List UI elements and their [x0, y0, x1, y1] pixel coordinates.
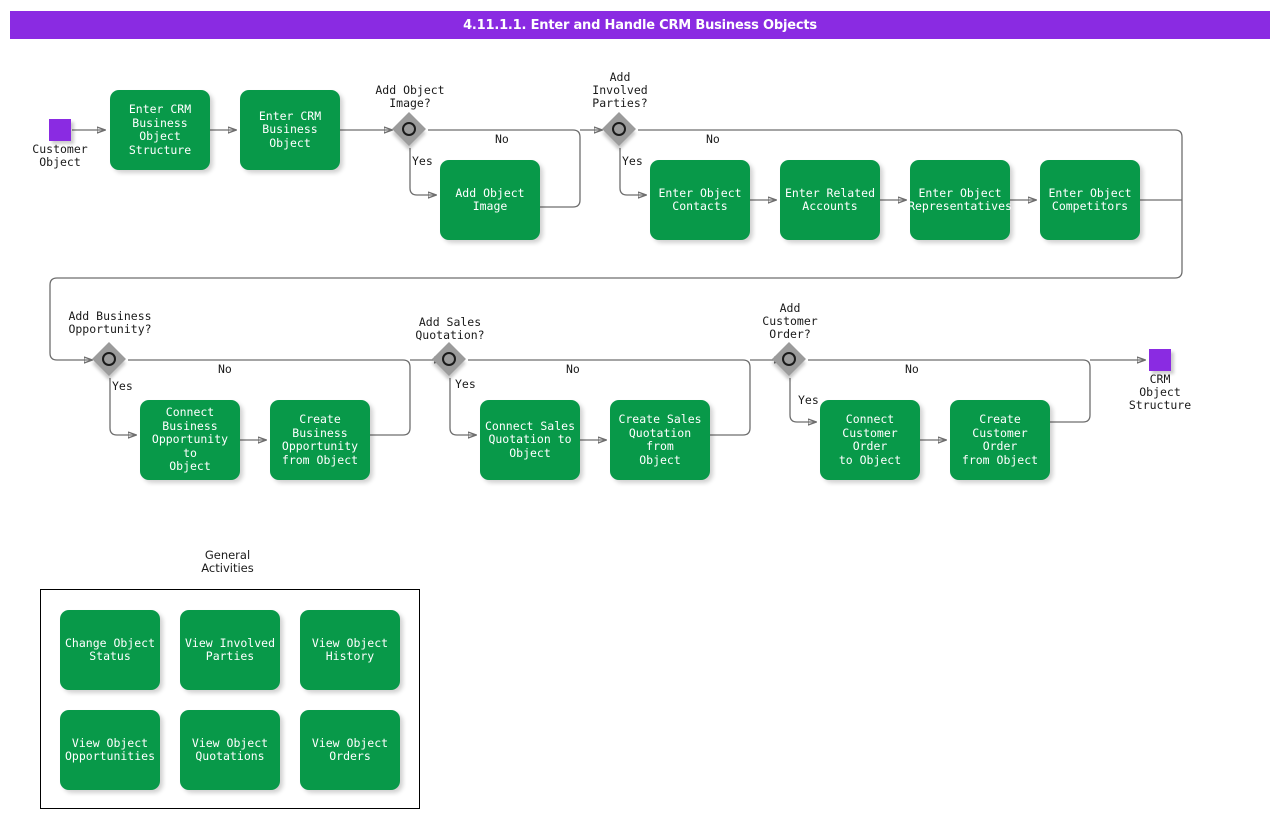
- general-activity-view-object-history[interactable]: View Object History: [300, 610, 400, 690]
- activity-connect-customer-order-to-object[interactable]: Connect Customer Order to Object: [820, 400, 920, 480]
- edge-label-yes-add-customer-order: Yes: [798, 393, 819, 407]
- edge-label-no-add-business-opportunity: No: [218, 362, 232, 376]
- activity-enter-object-representatives[interactable]: Enter Object Representatives: [908, 160, 1012, 240]
- start-marker-customer-object: [49, 119, 71, 141]
- decision-add-object-image[interactable]: [392, 112, 427, 147]
- decision-circle-icon: [402, 122, 416, 136]
- activity-connect-business-opportunity-to-object[interactable]: Connect Business Opportunity to Object: [140, 400, 240, 480]
- activity-enter-object-contacts[interactable]: Enter Object Contacts: [650, 160, 750, 240]
- decision-add-involved-parties[interactable]: [602, 112, 637, 147]
- decision-label-add-involved-parties: Add Involved Parties?: [592, 70, 648, 110]
- edge-label-no-add-customer-order: No: [905, 362, 919, 376]
- activity-enter-object-competitors[interactable]: Enter Object Competitors: [1040, 160, 1140, 240]
- edge-label-yes-add-business-opportunity: Yes: [112, 379, 133, 393]
- start-marker-label: Customer Object: [32, 142, 88, 169]
- general-activity-view-object-opportunities[interactable]: View Object Opportunities: [60, 710, 160, 790]
- decision-circle-icon: [782, 352, 796, 366]
- decision-add-customer-order[interactable]: [772, 342, 807, 377]
- activity-enter-crm-business-object-structure[interactable]: Enter CRM Business Object Structure: [110, 90, 210, 170]
- decision-add-sales-quotation[interactable]: [432, 342, 467, 377]
- decision-label-add-customer-order: Add Customer Order?: [762, 301, 818, 341]
- general-activity-view-involved-parties[interactable]: View Involved Parties: [180, 610, 280, 690]
- end-marker-label: CRM Object Structure: [1128, 372, 1192, 412]
- activity-connect-sales-quotation-to-object[interactable]: Connect Sales Quotation to Object: [480, 400, 580, 480]
- end-marker-crm-object-structure: [1149, 349, 1171, 371]
- page-title: 4.11.1.1. Enter and Handle CRM Business …: [10, 11, 1270, 39]
- general-activity-view-object-orders[interactable]: View Object Orders: [300, 710, 400, 790]
- general-activity-view-object-quotations[interactable]: View Object Quotations: [180, 710, 280, 790]
- activity-enter-crm-business-object[interactable]: Enter CRM Business Object: [240, 90, 340, 170]
- activity-create-customer-order-from-object[interactable]: Create Customer Order from Object: [950, 400, 1050, 480]
- activity-add-object-image[interactable]: Add Object Image: [440, 160, 540, 240]
- activity-enter-related-accounts[interactable]: Enter Related Accounts: [780, 160, 880, 240]
- decision-label-add-object-image: Add Object Image?: [375, 83, 445, 110]
- edge-label-no-add-sales-quotation: No: [566, 362, 580, 376]
- edge-label-no-add-involved-parties: No: [706, 132, 720, 146]
- decision-circle-icon: [102, 352, 116, 366]
- activity-create-business-opportunity-from-object[interactable]: Create Business Opportunity from Object: [270, 400, 370, 480]
- decision-circle-icon: [442, 352, 456, 366]
- edge-label-yes-add-involved-parties: Yes: [622, 154, 643, 168]
- general-activity-change-object-status[interactable]: Change Object Status: [60, 610, 160, 690]
- activity-create-sales-quotation-from-object[interactable]: Create Sales Quotation from Object: [610, 400, 710, 480]
- decision-circle-icon: [612, 122, 626, 136]
- decision-add-business-opportunity[interactable]: [92, 342, 127, 377]
- edge-label-yes-add-sales-quotation: Yes: [455, 377, 476, 391]
- edge-label-yes-add-object-image: Yes: [412, 154, 433, 168]
- edge-label-no-add-object-image: No: [495, 132, 509, 146]
- decision-label-add-sales-quotation: Add Sales Quotation?: [415, 315, 485, 342]
- general-activities-heading: General Activities: [201, 548, 254, 575]
- decision-label-add-business-opportunity: Add Business Opportunity?: [68, 309, 152, 336]
